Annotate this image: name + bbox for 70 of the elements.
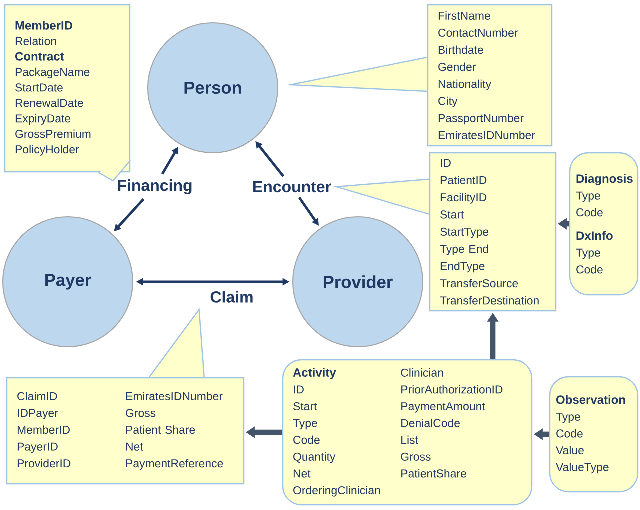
attribute-text: PaymentReference [126, 459, 224, 470]
attribute-text: Code [576, 208, 603, 217]
entity-heading: Observation [556, 395, 626, 404]
attribute-text: Type [576, 248, 600, 260]
attribute-text: FirstName [438, 12, 490, 20]
attribute-text: Code [556, 429, 583, 438]
attribute-text: Type [556, 412, 580, 424]
attribute-text: Code [576, 265, 603, 274]
attribute-text: PaymentAmount [402, 402, 486, 413]
attribute-text: FacilityID [440, 193, 487, 204]
attribute-text: Type End [440, 244, 488, 256]
attribute-text: ID [294, 386, 304, 394]
attribute-text: ExpiryDate [16, 114, 71, 125]
attribute-text: City [438, 96, 458, 108]
attribute-text: Relation [16, 36, 56, 46]
attribute-text: TransferSource [440, 279, 518, 288]
attribute-text: TransferDestination [440, 296, 539, 305]
attribute-text: Net [126, 442, 144, 451]
attribute-text: StartType [440, 228, 489, 238]
attribute-card [569, 152, 639, 296]
entity-heading: Contract [16, 52, 64, 61]
attribute-text: Code [294, 436, 320, 444]
attribute-text: RenewalDate [16, 98, 84, 108]
attribute-text: ContactNumber [438, 28, 518, 38]
attribute-text: GrossPremium [16, 130, 91, 138]
attribute-text: Type [576, 192, 600, 202]
entity-heading: Activity [293, 368, 336, 380]
entity-heading: MemberID [16, 21, 72, 30]
attribute-text: Net [294, 470, 311, 478]
attribute-text: PriorAuthorizationID [402, 385, 503, 394]
attribute-text: Birthdate [438, 46, 484, 54]
attribute-text: Quantity [294, 452, 336, 464]
attribute-text: ValueType [556, 462, 609, 474]
attribute-text: PackageName [16, 68, 90, 79]
attribute-text: ProviderID [18, 459, 71, 468]
attribute-text: Type [293, 419, 318, 430]
relation-label: Encounter [254, 181, 332, 193]
attribute-text: PatientID [440, 176, 487, 184]
attribute-text: PassportNumber [438, 114, 524, 125]
attribute-text: Patient Share [126, 426, 196, 434]
attribute-text: EmiratesIDNumber [126, 392, 223, 400]
attribute-text: Clinician [401, 368, 444, 377]
attribute-text: Value [556, 446, 584, 455]
attribute-text: EndType [440, 262, 485, 273]
attribute-text: Start [294, 402, 318, 411]
relation-label: Claim [210, 291, 253, 303]
attribute-card [282, 359, 533, 506]
attribute-text: MemberID [18, 426, 70, 434]
attribute-text: IDPayer [18, 409, 58, 420]
attribute-text: ClaimID [18, 392, 58, 400]
attribute-text: Start [440, 210, 464, 219]
attribute-text: Gross [126, 409, 156, 418]
attribute-text: List [402, 436, 418, 444]
attribute-text: DenialCode [402, 418, 460, 428]
attribute-text: PatientShare [402, 469, 466, 478]
entity-heading: Diagnosis [576, 174, 633, 186]
attribute-text: EmiratesIDNumber [438, 131, 536, 140]
relation-label: Financing [118, 180, 192, 194]
attribute-text: OrderingClinician [294, 486, 380, 497]
attribute-text: ID [441, 159, 451, 168]
callout-box [286, 4, 553, 147]
attribute-text: Gender [438, 62, 476, 72]
entity-heading: DxInfo [576, 231, 613, 240]
attribute-text: PolicyHolder [16, 145, 80, 156]
attribute-text: Gross [401, 452, 431, 461]
attribute-card [549, 376, 639, 493]
attribute-text: StartDate [16, 84, 63, 92]
callout-box [6, 308, 245, 485]
attribute-text: PayerID [18, 442, 58, 454]
attribute-text: Nationality [438, 80, 492, 90]
